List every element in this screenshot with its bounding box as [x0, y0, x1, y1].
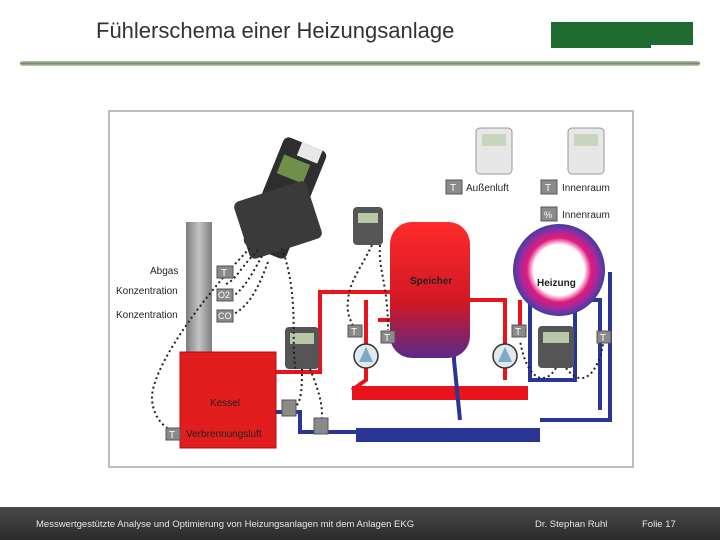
tag-t-abgas: T — [221, 268, 227, 279]
heizung-ring — [513, 224, 605, 316]
label-speicher: Speicher — [410, 276, 452, 287]
cold-header — [356, 428, 540, 442]
chimney — [186, 222, 212, 354]
footer-author: Dr. Stephan Ruhl — [535, 519, 608, 530]
label-verbrennungsluft: Verbrennungsluft — [186, 429, 262, 440]
label-konzentration-o2: Konzentration — [116, 286, 178, 297]
logo — [551, 22, 693, 48]
pump-right — [492, 343, 518, 369]
label-innenraum-temp: Innenraum — [562, 183, 610, 194]
tag-t-heating-in: T — [515, 327, 521, 338]
label-innenraum-humidity: Innenraum — [562, 210, 610, 221]
tag-percent: % — [544, 210, 552, 220]
speicher-tank — [390, 222, 470, 358]
logger-storage — [353, 207, 383, 245]
footer-title: Messwertgestützte Analyse und Optimierun… — [36, 519, 415, 530]
tag-t-heating-out: T — [600, 333, 606, 344]
pump-left — [353, 343, 379, 369]
logger-boiler — [285, 327, 319, 369]
label-konzentration-co: Konzentration — [116, 310, 178, 321]
tag-t-storage-out: T — [384, 333, 390, 344]
footer-bar: Messwertgestützte Analyse und Optimierun… — [0, 507, 720, 540]
logger-outdoor — [475, 127, 513, 175]
flue-gas-analyzer — [234, 137, 327, 259]
label-abgas: Abgas — [150, 266, 178, 277]
logger-indoor — [567, 127, 605, 175]
footer-page-number: Folie 17 — [642, 519, 676, 530]
hot-header — [352, 386, 528, 400]
tag-t-combustion-air: T — [169, 430, 175, 441]
title-divider — [20, 61, 700, 66]
label-heizung: Heizung — [537, 278, 576, 289]
logger-heating — [538, 326, 574, 368]
kessel-boiler — [179, 351, 277, 449]
sensor-tags — [165, 179, 612, 441]
label-aussenluft: Außenluft — [466, 183, 509, 194]
slide-title: Fühlerschema einer Heizungsanlage — [96, 18, 455, 43]
label-kessel: Kessel — [210, 398, 240, 409]
tag-t-indoor: T — [545, 183, 551, 194]
tag-o2: O2 — [218, 290, 230, 300]
sensor-cables — [150, 244, 605, 435]
tag-t-storage-in: T — [351, 327, 357, 338]
tag-t-outdoor: T — [450, 183, 456, 194]
tag-co: CO — [218, 311, 232, 321]
